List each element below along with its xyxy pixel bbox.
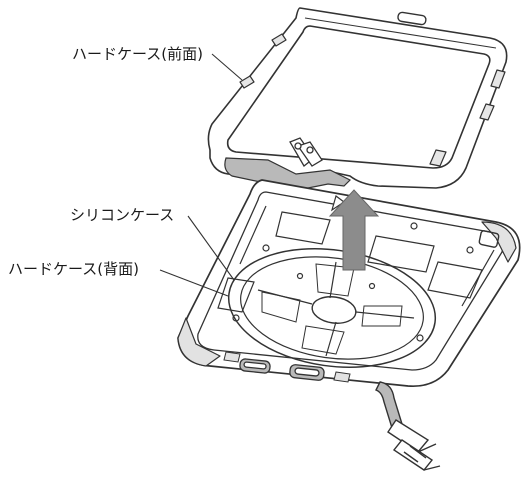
front-case-strap-base	[224, 157, 352, 191]
hand-strap	[375, 381, 441, 471]
front-case-leader	[211, 53, 243, 81]
up-arrow-icon	[328, 189, 380, 271]
leader-lines	[159, 53, 243, 297]
back-hard-case-label: ハードケース(背面)	[8, 260, 139, 278]
bottom-button-strips	[223, 351, 351, 383]
front-case-clip	[289, 137, 323, 167]
back-hard-case	[217, 194, 500, 368]
back-case-leader	[159, 269, 229, 297]
front-hard-case-label: ハードケース(前面)	[72, 45, 203, 63]
silicone-case-label: シリコンケース	[70, 206, 175, 224]
silicone-case-leader	[187, 215, 235, 281]
